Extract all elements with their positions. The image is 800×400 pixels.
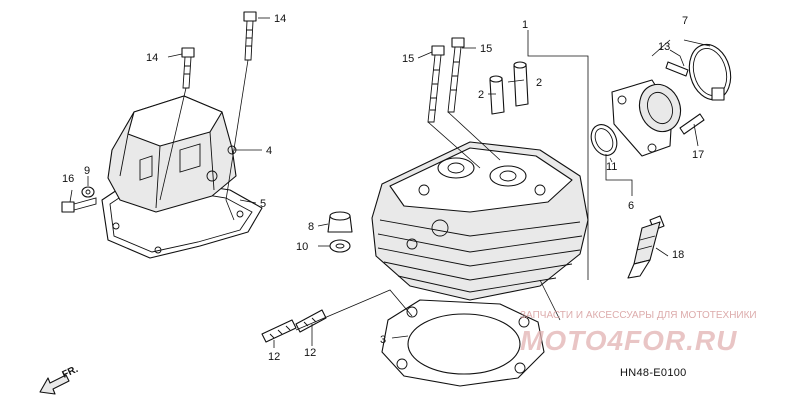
callout-5: 5 <box>260 198 266 210</box>
callout-15a: 15 <box>480 43 492 55</box>
bolt-13 <box>665 61 689 77</box>
cylinder-head-gasket <box>381 299 545 387</box>
stud-bolt-15a <box>427 45 445 123</box>
watermark-brand: MOTO4FOR.RU <box>520 325 737 356</box>
callout-1: 1 <box>522 19 528 31</box>
callout-14a: 14 <box>274 13 286 25</box>
dowel-pin-2b <box>513 61 529 107</box>
callout-15b: 15 <box>402 53 414 65</box>
callout-13: 13 <box>658 41 670 53</box>
watermark: ЗАПЧАСТИ И АКСЕССУАРЫ ДЛЯ МОТОТЕХНИКИ MO… <box>520 310 757 356</box>
callout-9: 9 <box>84 165 90 177</box>
callout-numbers: 1 2 2 3 4 5 6 7 8 9 10 11 12 12 13 14 14… <box>62 13 704 363</box>
bolt-14-short <box>181 47 195 89</box>
front-direction-label: FR. <box>61 364 80 381</box>
watermark-tagline: ЗАПЧАСТИ И АКСЕССУАРЫ ДЛЯ МОТОТЕХНИКИ <box>520 310 757 321</box>
callout-12b: 12 <box>304 347 316 359</box>
washer-10 <box>329 239 351 253</box>
washer-9 <box>81 186 95 198</box>
dowel-pin-2a <box>489 75 505 115</box>
bolt-16 <box>61 197 97 213</box>
callout-10: 10 <box>296 241 308 253</box>
o-ring-11 <box>590 124 618 156</box>
callout-8: 8 <box>308 221 314 233</box>
callout-4: 4 <box>266 145 272 157</box>
callout-2a: 2 <box>536 77 542 89</box>
stud-bolt-15b <box>447 37 465 113</box>
callout-12a: 12 <box>268 351 280 363</box>
callout-3: 3 <box>380 334 386 346</box>
callout-17: 17 <box>692 149 704 161</box>
callout-6: 6 <box>628 200 634 212</box>
bolt-17 <box>679 113 705 135</box>
part-code: HN48-E0100 <box>620 367 687 379</box>
bolt-14-long <box>243 11 257 61</box>
cylinder-head <box>371 141 589 301</box>
cylinder-head-cover <box>107 95 237 213</box>
callout-16: 16 <box>62 173 74 185</box>
front-direction-marker: FR. <box>39 364 80 395</box>
spark-plug <box>627 215 665 279</box>
callout-11: 11 <box>606 161 617 173</box>
front-arrow-icon <box>39 374 70 395</box>
cap-nut-8 <box>327 211 353 233</box>
callout-18: 18 <box>672 249 684 261</box>
stud-bolt-12a <box>261 319 297 343</box>
band-clamp-7 <box>688 43 732 101</box>
stud-bolt-12b <box>295 309 327 333</box>
callout-14b: 14 <box>146 52 158 64</box>
callout-2b: 2 <box>478 89 484 101</box>
callout-7: 7 <box>682 15 688 27</box>
carburetor-insulator <box>611 79 682 157</box>
leader-lines <box>69 17 711 348</box>
